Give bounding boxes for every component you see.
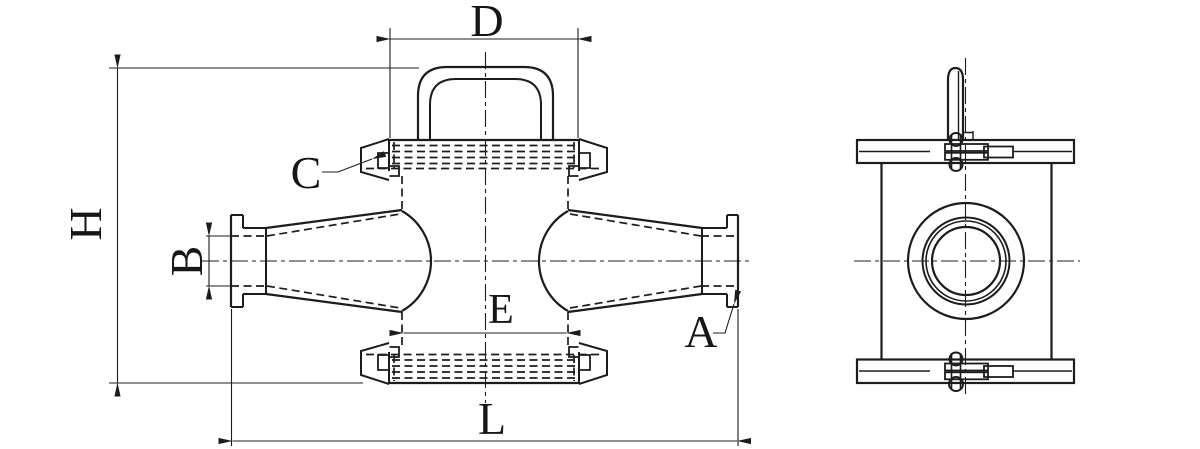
front-view: D H B E L C <box>60 0 753 446</box>
top-clamp-flange <box>360 138 608 181</box>
dim-label-d: D <box>470 0 503 46</box>
port-bore-circle <box>930 225 1002 297</box>
dimension-b: B <box>161 222 231 300</box>
port-bead-circle <box>921 216 1011 306</box>
chamber-left-wall <box>401 210 433 312</box>
dim-label-l: L <box>478 393 506 444</box>
bottom-clamp-flange <box>360 342 608 385</box>
dim-label-a: A <box>684 306 717 357</box>
handle <box>416 65 555 141</box>
clamp-right-lug <box>578 138 608 181</box>
chamber-right-wall <box>537 210 569 312</box>
body-section <box>401 176 569 346</box>
callout-a: A <box>684 289 742 357</box>
side-handle <box>946 66 974 140</box>
dimension-l: L <box>218 309 751 446</box>
dim-label-h: H <box>60 207 111 240</box>
bottom-neck <box>401 312 569 346</box>
left-cone <box>265 208 403 314</box>
clamp-left-lug <box>360 138 390 181</box>
dimension-d: D <box>376 0 592 138</box>
dim-label-c: C <box>291 147 322 198</box>
bottom-clamp-bolt <box>944 351 1014 392</box>
top-neck <box>401 176 569 210</box>
port-ring-circle <box>925 220 1007 302</box>
side-view <box>854 58 1080 398</box>
callout-c: C <box>291 147 387 198</box>
side-bottom-flange <box>855 351 1076 392</box>
dim-label-b: B <box>161 246 212 277</box>
dimension-e: E <box>389 287 581 337</box>
port-outer-circle <box>906 201 1026 321</box>
port-circles <box>906 201 1026 321</box>
dim-label-e: E <box>488 287 514 333</box>
side-body <box>880 163 1053 359</box>
right-port <box>567 208 740 314</box>
side-top-flange <box>855 132 1076 172</box>
left-port <box>229 208 403 314</box>
dimension-h: H <box>60 54 419 397</box>
top-clamp-bolt <box>944 132 1014 172</box>
right-cone <box>567 208 703 314</box>
